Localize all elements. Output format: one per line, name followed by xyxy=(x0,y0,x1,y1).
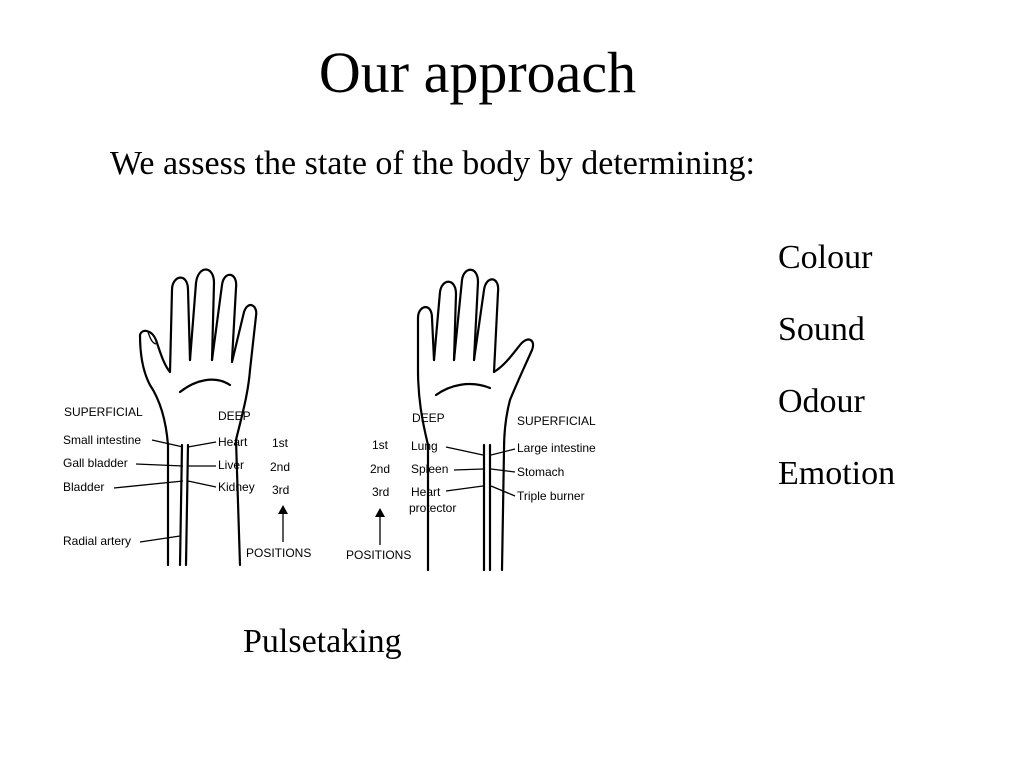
right-deep-organ-3: Heart xyxy=(411,485,441,499)
right-hand-labels: DEEP SUPERFICIAL Lung Spleen Heart prote… xyxy=(346,411,596,562)
left-hand-labels: SUPERFICIAL DEEP Small intestine Gall bl… xyxy=(63,405,311,560)
left-position-3: 3rd xyxy=(272,483,289,497)
left-superficial-organ-3: Bladder xyxy=(63,480,104,494)
left-positions-label: POSITIONS xyxy=(246,546,311,560)
right-superficial-organ-1: Large intestine xyxy=(517,441,596,455)
right-deep-organ-2: Spleen xyxy=(411,462,448,476)
right-position-3: 3rd xyxy=(372,485,389,499)
left-position-1: 1st xyxy=(272,436,289,450)
right-position-2: 2nd xyxy=(370,462,390,476)
right-superficial-organ-2: Stomach xyxy=(517,465,564,479)
left-deep-organ-1: Heart xyxy=(218,435,248,449)
left-deep-organ-2: Liver xyxy=(218,458,244,472)
left-position-2: 2nd xyxy=(270,460,290,474)
slide-subtitle: We assess the state of the body by deter… xyxy=(110,145,756,182)
figure-caption: Pulsetaking xyxy=(243,623,402,660)
left-superficial-organ-1: Small intestine xyxy=(63,433,141,447)
assessment-list: Colour Sound Odour Emotion xyxy=(778,222,895,510)
left-deep-heading: DEEP xyxy=(218,409,251,423)
right-superficial-organ-3: Triple burner xyxy=(517,489,585,503)
left-hand-illustration xyxy=(138,268,258,567)
right-deep-heading: DEEP xyxy=(412,411,445,425)
right-superficial-heading: SUPERFICIAL xyxy=(517,414,596,428)
left-deep-organ-3: Kidney xyxy=(218,480,255,494)
list-item-sound: Sound xyxy=(778,311,865,348)
left-superficial-heading: SUPERFICIAL xyxy=(64,405,143,419)
left-superficial-organ-2: Gall bladder xyxy=(63,456,128,470)
right-position-1: 1st xyxy=(372,438,389,452)
right-positions-label: POSITIONS xyxy=(346,548,411,562)
list-item-odour: Odour xyxy=(778,383,865,420)
list-item-colour: Colour xyxy=(778,239,873,276)
right-deep-organ-4: protector xyxy=(409,501,456,515)
right-hand-illustration xyxy=(416,268,535,572)
left-radial-artery: Radial artery xyxy=(63,534,131,548)
slide-title: Our approach xyxy=(318,40,637,105)
list-item-emotion: Emotion xyxy=(778,455,896,492)
right-deep-organ-1: Lung xyxy=(411,439,438,453)
